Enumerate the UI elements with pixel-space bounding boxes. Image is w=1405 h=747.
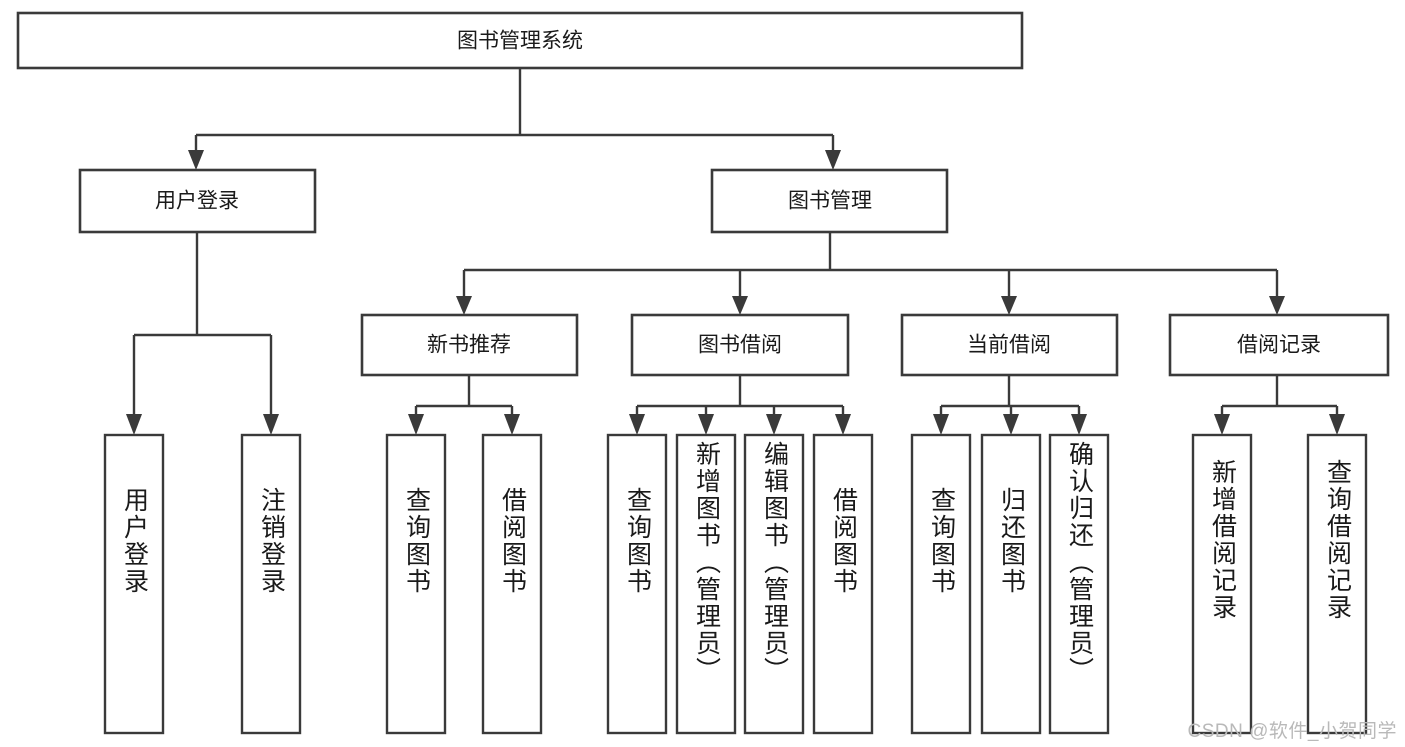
- node-user-login[interactable]: 用户登录: [78, 168, 317, 234]
- connector-book-manage-to-level3: [456, 232, 1285, 315]
- node-book-manage-box[interactable]: [710, 168, 949, 234]
- arrow-head-leaf-confirm-return: [1071, 414, 1087, 435]
- arrow-head-leaf-add-record: [1214, 414, 1230, 435]
- leaf-box-query-book-2[interactable]: [606, 433, 668, 735]
- arrow-head-leaf-edit-book: [766, 414, 782, 435]
- connector-borrow-record-to-leaves: [1214, 375, 1345, 435]
- arrow-head-leaf-query-record: [1329, 414, 1345, 435]
- connector-root-to-level2: [188, 68, 841, 170]
- node-book-borrow-box[interactable]: [630, 313, 850, 377]
- leaf-box-query-book-1[interactable]: [385, 433, 447, 735]
- node-user-login-box[interactable]: [78, 168, 317, 234]
- leaf-box-query-book-3[interactable]: [910, 433, 972, 735]
- arrow-head-leaf-borrow-book-2: [835, 414, 851, 435]
- leaf-box-edit-book[interactable]: [743, 433, 805, 735]
- leaf-box-user-logout[interactable]: [240, 433, 302, 735]
- leaf-box-borrow-book-1[interactable]: [481, 433, 543, 735]
- node-new-book-recommend-box[interactable]: [360, 313, 579, 377]
- node-new-book-recommend[interactable]: 新书推荐: [360, 313, 579, 377]
- node-current-borrow[interactable]: 当前借阅: [900, 313, 1119, 377]
- node-borrow-record[interactable]: 借阅记录: [1168, 313, 1390, 377]
- arrow-head-book-manage: [825, 150, 841, 170]
- csdn-watermark: CSDN @软件_小贺同学: [1187, 721, 1397, 742]
- leaf-box-add-record[interactable]: [1191, 433, 1253, 735]
- node-root-label: 图书管理系统: [457, 30, 583, 53]
- node-book-borrow[interactable]: 图书借阅: [630, 313, 850, 377]
- connector-user-login-to-leaves: [126, 232, 279, 435]
- node-current-borrow-box[interactable]: [900, 313, 1119, 377]
- arrow-head-leaf-borrow-book-1: [504, 414, 520, 435]
- node-book-manage[interactable]: 图书管理: [710, 168, 949, 234]
- leaf-box-user-login[interactable]: [103, 433, 165, 735]
- leaf-box-query-record[interactable]: [1306, 433, 1368, 735]
- node-borrow-record-box[interactable]: [1168, 313, 1390, 377]
- leaf-box-return-book[interactable]: [980, 433, 1042, 735]
- arrow-head-leaf-query-book-3: [933, 414, 949, 435]
- leaf-box-confirm-return[interactable]: [1048, 433, 1110, 735]
- node-book-manage-label: 图书管理: [788, 190, 872, 213]
- node-book-borrow-label: 图书借阅: [698, 334, 782, 357]
- arrow-head-current-borrow: [1001, 296, 1017, 315]
- node-user-login-label: 用户登录: [155, 190, 239, 213]
- node-borrow-record-label: 借阅记录: [1237, 334, 1321, 357]
- node-root-box[interactable]: [16, 11, 1024, 70]
- arrow-head-leaf-query-book-2: [629, 414, 645, 435]
- arrow-head-leaf-add-book: [698, 414, 714, 435]
- leaf-box-add-book[interactable]: [675, 433, 737, 735]
- arrow-head-user-login: [188, 150, 204, 170]
- arrow-head-borrow-record: [1269, 296, 1285, 315]
- node-new-book-recommend-label: 新书推荐: [427, 334, 511, 357]
- node-current-borrow-label: 当前借阅: [967, 334, 1051, 357]
- arrow-head-leaf-user-logout: [263, 414, 279, 435]
- node-root[interactable]: 图书管理系统: [16, 11, 1024, 70]
- arrow-head-new-book-recommend: [456, 296, 472, 315]
- connector-current-borrow-to-leaves: [933, 375, 1087, 435]
- connector-book-borrow-to-leaves: [629, 375, 851, 435]
- leaf-box-borrow-book-2[interactable]: [812, 433, 874, 735]
- connector-new-book-to-leaves: [408, 375, 520, 435]
- arrow-head-leaf-return-book: [1003, 414, 1019, 435]
- arrow-head-leaf-user-login: [126, 414, 142, 435]
- arrow-head-leaf-query-book-1: [408, 414, 424, 435]
- arrow-head-book-borrow: [732, 296, 748, 315]
